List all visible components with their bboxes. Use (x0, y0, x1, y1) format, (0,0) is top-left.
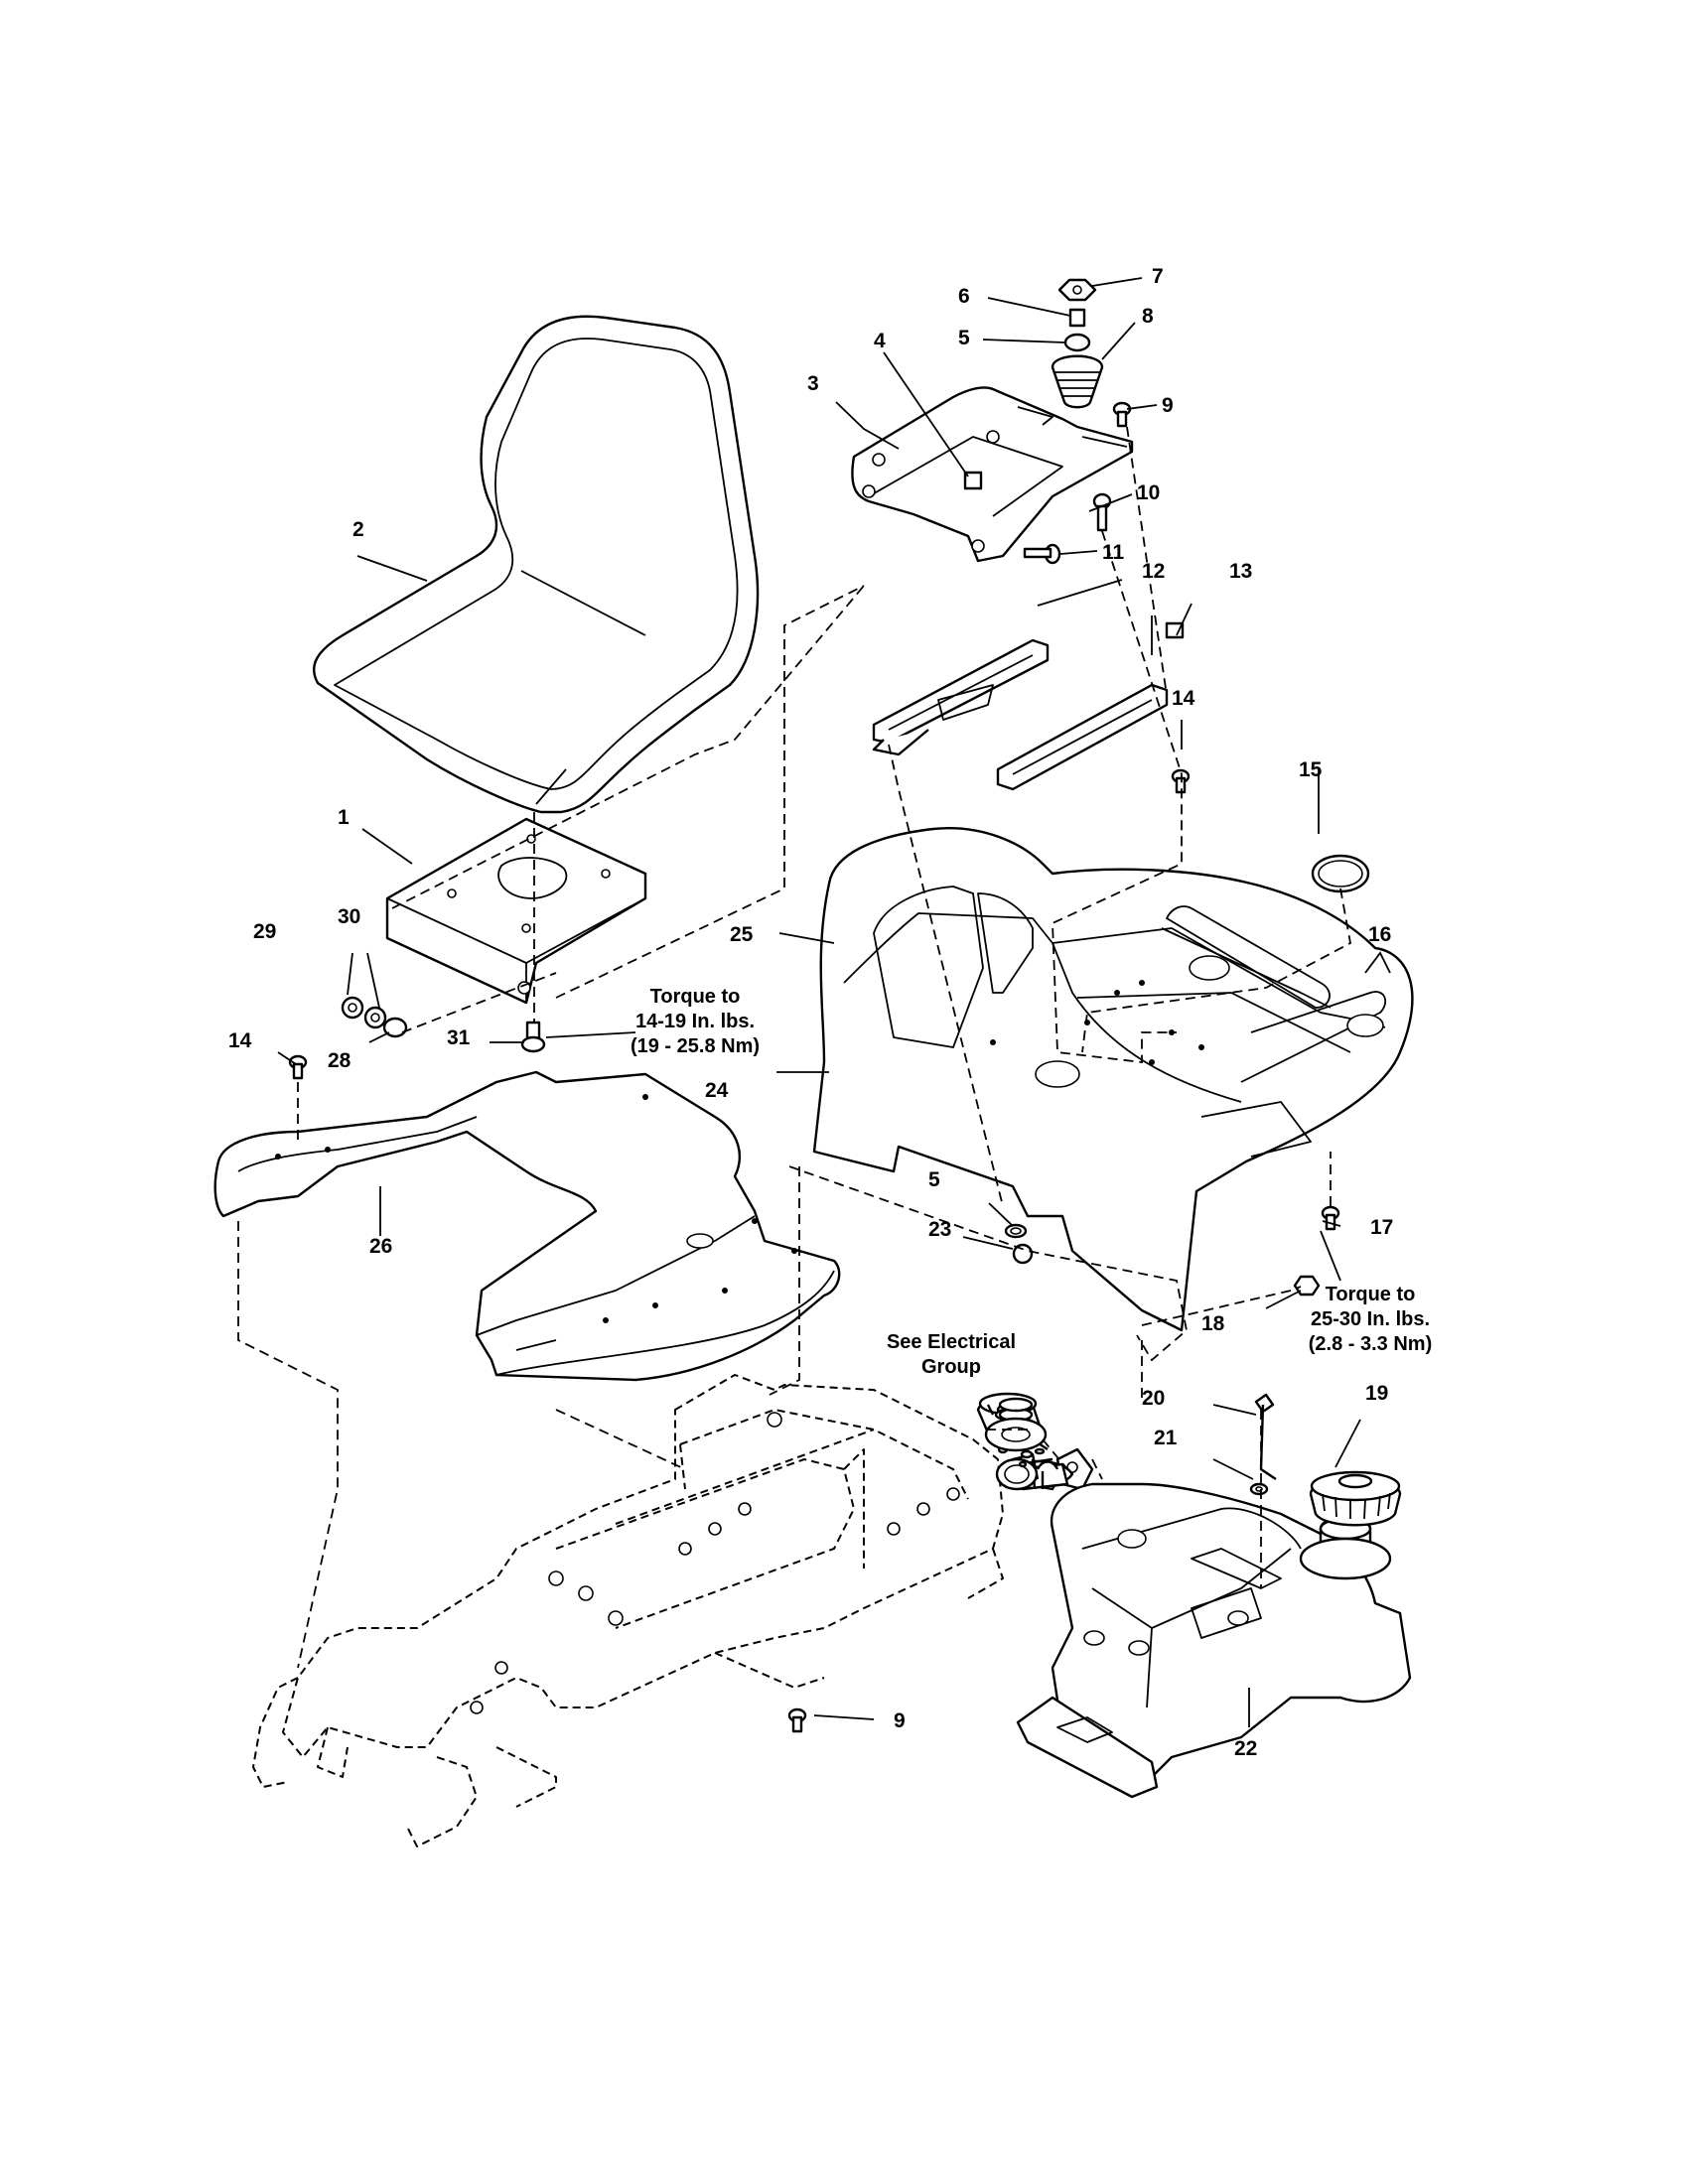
torque-note-seat-line1: Torque to (650, 986, 741, 1008)
callout-30: 30 (338, 905, 360, 928)
seat-pan (385, 817, 647, 1005)
callout-26: 26 (369, 1235, 392, 1258)
callout-12: 12 (1142, 560, 1165, 583)
callout-31: 31 (447, 1026, 471, 1049)
callout-10: 10 (1137, 481, 1160, 504)
frame-dashed (252, 1374, 1004, 1847)
callout-29: 29 (253, 920, 276, 943)
electrical-group-note: See Electrical Group (887, 1331, 1016, 1378)
callout-9a: 9 (1162, 394, 1174, 417)
callout-1: 1 (338, 806, 350, 829)
seat (313, 315, 760, 814)
callout-4: 4 (874, 330, 886, 352)
callout-9b: 9 (894, 1709, 906, 1732)
callout-7: 7 (1152, 265, 1164, 288)
spring-stack (1023, 278, 1132, 565)
callout-13: 13 (1229, 560, 1252, 583)
callout-14b: 14 (228, 1029, 252, 1052)
torque-note-fender-line2: 25-30 In. lbs. (1311, 1308, 1430, 1330)
callout-18: 18 (1201, 1312, 1225, 1335)
callout-8: 8 (1142, 305, 1154, 328)
electrical-parts (976, 1392, 1094, 1491)
torque-note-seat-line3: (19 - 25.8 Nm) (631, 1035, 760, 1057)
callout-16: 16 (1368, 923, 1391, 946)
callout-23: 23 (928, 1218, 951, 1241)
callout-15: 15 (1299, 758, 1323, 781)
callout-5a: 5 (958, 327, 970, 349)
callout-25: 25 (730, 923, 754, 946)
torque-note-seat-line2: 14-19 In. lbs. (635, 1011, 755, 1032)
seat-rails (872, 621, 1185, 791)
callout-21: 21 (1154, 1427, 1178, 1449)
callout-5b: 5 (928, 1168, 940, 1191)
torque-note-fender-line3: (2.8 - 3.3 Nm) (1309, 1333, 1432, 1355)
callout-2: 2 (352, 518, 364, 541)
callout-11: 11 (1102, 541, 1125, 564)
callout-labels: 7 6 5 4 8 3 9 10 11 12 13 2 14 15 1 30 2… (228, 265, 1393, 1760)
callout-6: 6 (958, 285, 970, 308)
callout-24: 24 (705, 1079, 729, 1102)
callout-17: 17 (1370, 1216, 1393, 1239)
electrical-note-line2: Group (921, 1356, 981, 1378)
torque-note-seat: Torque to 14-19 In. lbs. (19 - 25.8 Nm) (631, 986, 760, 1057)
callout-19: 19 (1365, 1382, 1388, 1405)
callout-14a: 14 (1172, 687, 1195, 710)
fuel-tank (1016, 1393, 1412, 1799)
electrical-note-line1: See Electrical (887, 1331, 1016, 1353)
seat-bracket (851, 386, 1134, 563)
footrest-pan (213, 1054, 841, 1382)
fender (812, 827, 1414, 1332)
torque-note-fender: Torque to 25-30 In. lbs. (2.8 - 3.3 Nm) (1309, 1284, 1432, 1355)
callout-22: 22 (1234, 1737, 1257, 1760)
callout-3: 3 (807, 372, 819, 395)
torque-note-fender-line1: Torque to (1326, 1284, 1416, 1305)
leader-lines (277, 277, 1391, 1727)
fender-hardware (1004, 768, 1370, 1297)
callout-28: 28 (328, 1049, 351, 1072)
assembly-lines (237, 426, 1352, 1669)
seat-hardware (341, 996, 546, 1053)
callout-20: 20 (1142, 1387, 1165, 1410)
